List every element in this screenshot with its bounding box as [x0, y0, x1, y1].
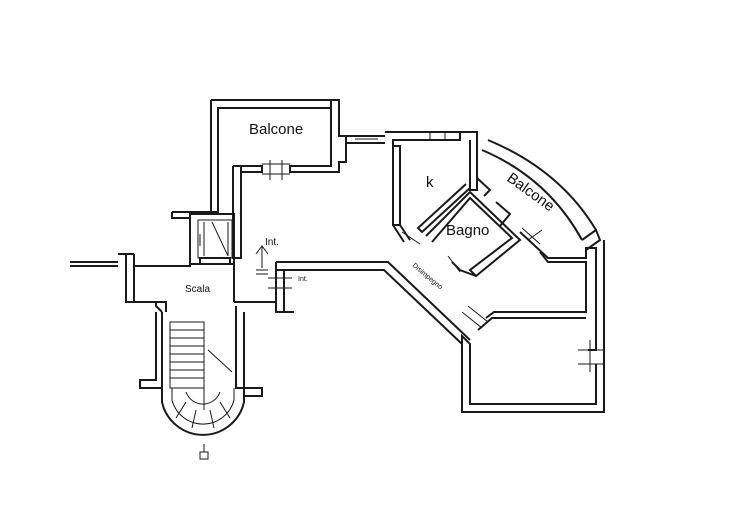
lift — [171, 211, 235, 265]
stair-label: Scala — [185, 284, 210, 295]
bathroom-label: Bagno — [446, 222, 489, 239]
stair-hall — [70, 253, 294, 397]
kitchen — [401, 132, 471, 245]
bedroom-block — [461, 231, 605, 413]
curved-balcony — [476, 139, 602, 251]
balcony-left-label: Balcone — [249, 121, 303, 138]
left-balcony — [210, 99, 347, 213]
meter-small-label: Int. — [298, 276, 308, 283]
main-walls — [232, 131, 478, 259]
bathroom — [425, 190, 543, 278]
staircase — [161, 321, 245, 460]
meter-label: Int. — [265, 237, 279, 248]
kitchen-label: k — [426, 174, 434, 191]
meter-marker — [255, 245, 269, 275]
corridor — [268, 261, 489, 345]
